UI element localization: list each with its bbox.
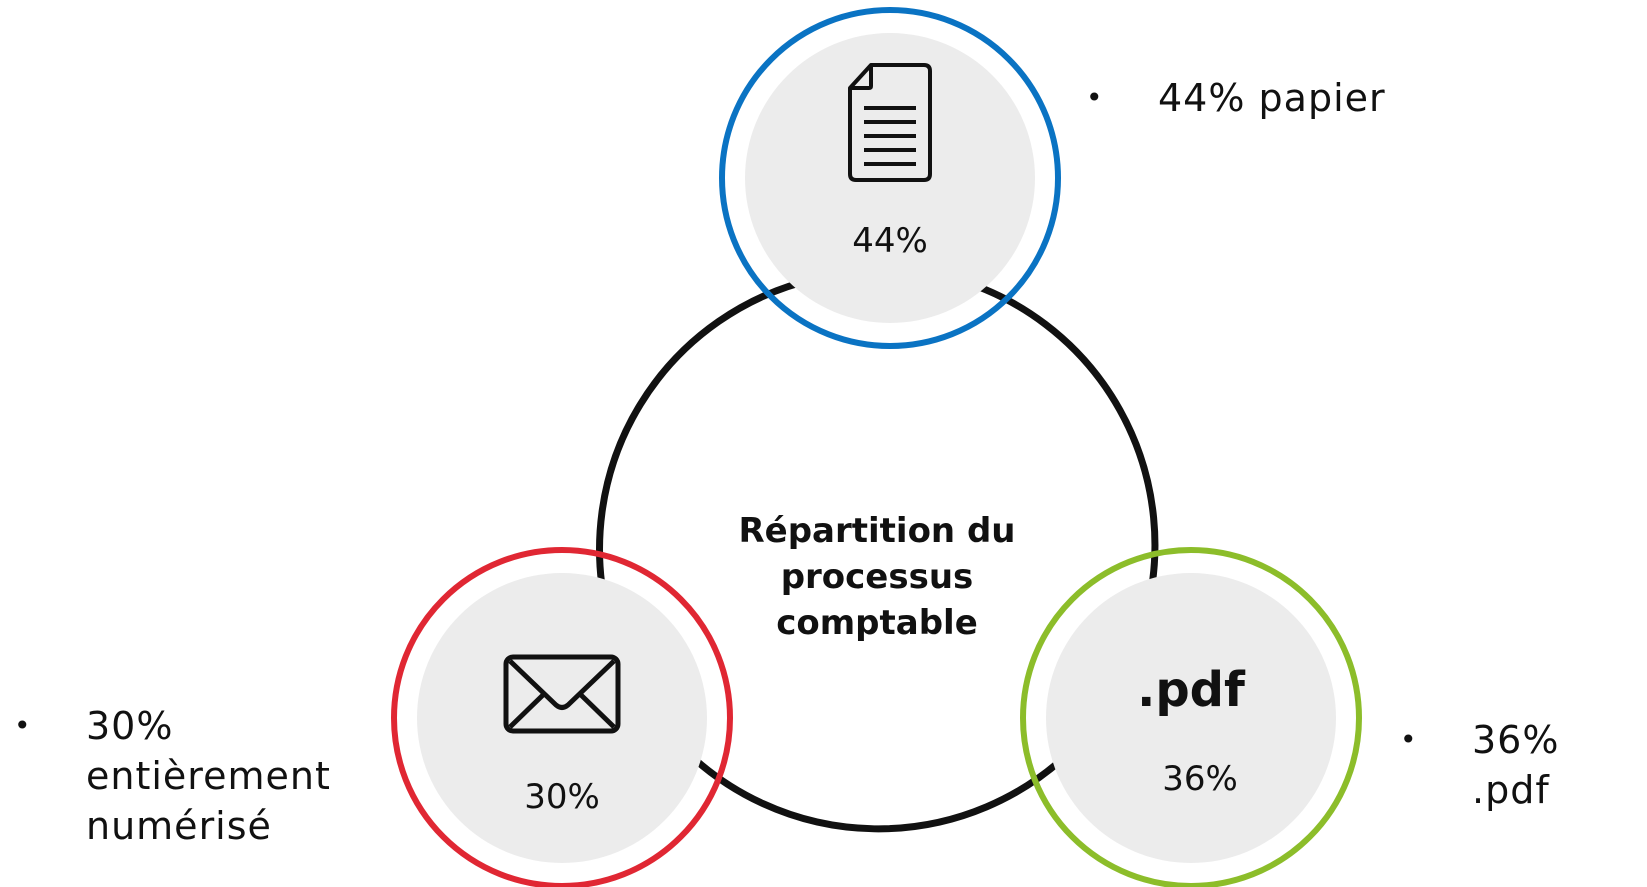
node-paper: 44% xyxy=(719,7,1061,349)
node-pdf: .pdf 36% xyxy=(1020,547,1362,887)
node-pdf-fill xyxy=(1046,573,1336,863)
legend-bullet: • xyxy=(1400,723,1417,756)
node-pdf-ring xyxy=(1020,547,1362,887)
legend-text-digital: 30% entièrement numérisé xyxy=(86,704,331,848)
node-pdf-value: 36% xyxy=(1162,759,1238,799)
document-icon xyxy=(848,63,932,182)
diagram-title-line-1: Répartition du xyxy=(738,511,1015,551)
connector-arc-bottom xyxy=(674,739,1077,833)
diagram-title-line-2: processus xyxy=(781,557,974,597)
legend-bullet: • xyxy=(14,709,31,742)
pdf-icon: .pdf xyxy=(1137,662,1246,718)
connector-arc-right xyxy=(951,274,1159,623)
legend-bullet: • xyxy=(1086,81,1103,114)
legend-text-pdf: 36% .pdf xyxy=(1472,718,1560,812)
legend-text-paper: 44% papier xyxy=(1158,76,1386,120)
node-digital: 30% xyxy=(391,547,733,887)
node-paper-ring xyxy=(719,7,1061,349)
envelope-icon xyxy=(503,654,621,734)
node-digital-value: 30% xyxy=(524,777,600,817)
node-paper-value: 44% xyxy=(852,221,928,261)
diagram-title-line-3: comptable xyxy=(776,603,978,643)
node-digital-ring xyxy=(391,547,733,887)
diagram-title: Répartition du processus comptable xyxy=(738,511,1015,643)
node-digital-fill xyxy=(417,573,707,863)
